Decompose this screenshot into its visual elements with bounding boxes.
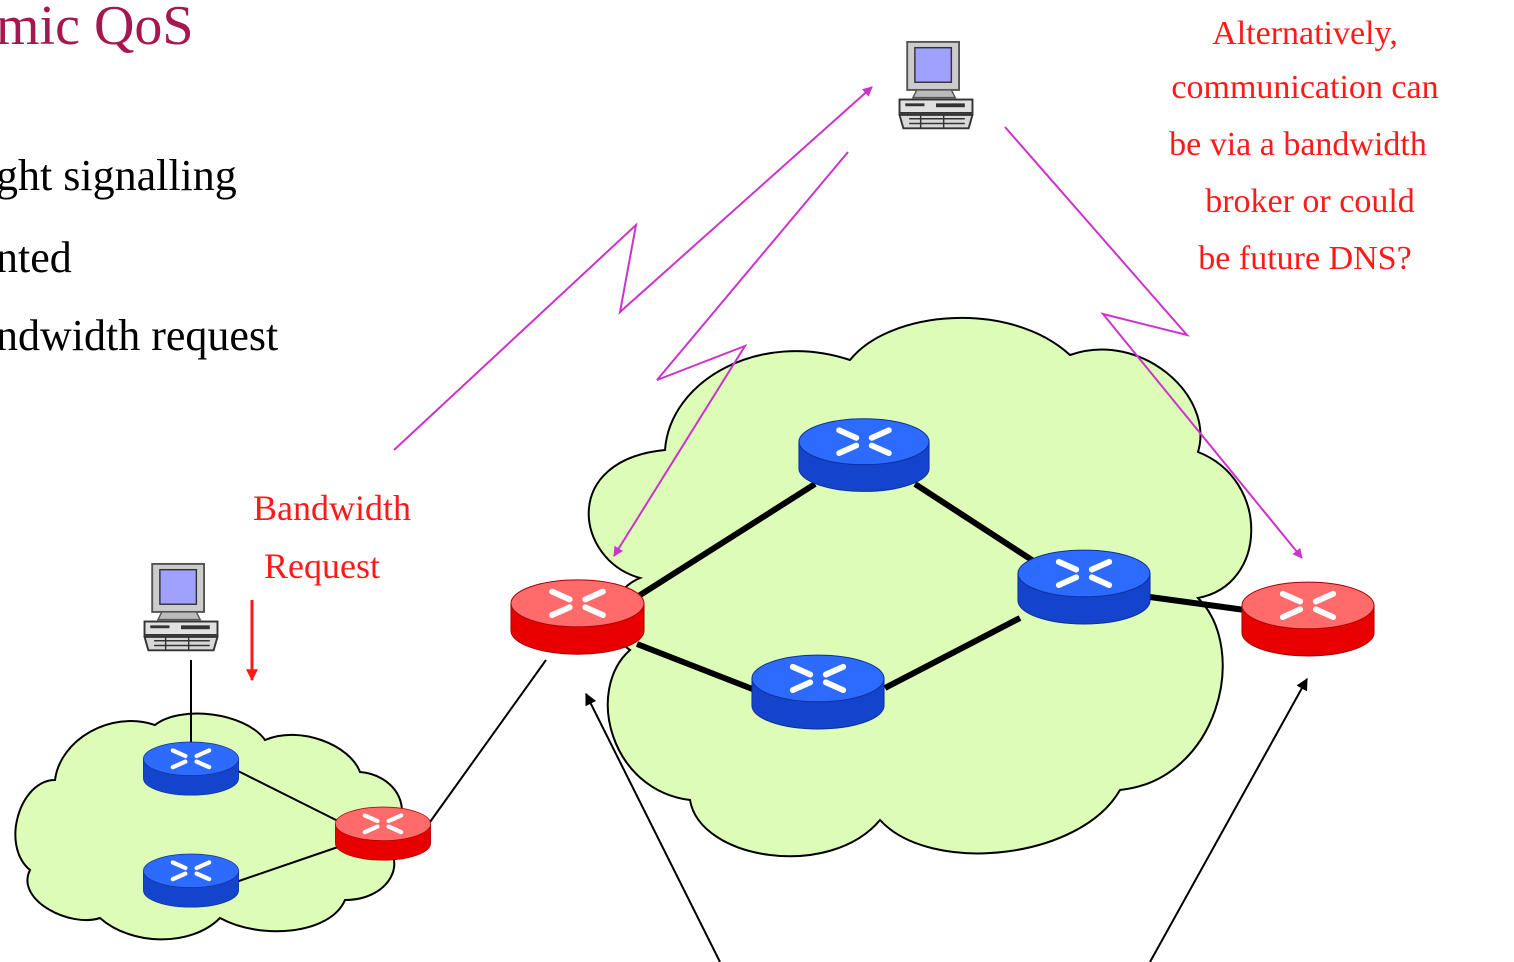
server-computer-icon (898, 40, 974, 130)
access-router-top-icon (143, 742, 238, 795)
slide-title: mic QoS (0, 0, 194, 57)
note-line-3: be via a bandwidth (1169, 126, 1427, 163)
egress-edge-router-icon (1242, 582, 1374, 656)
core-router-bottom-icon (752, 655, 884, 729)
core-router-right-icon (1018, 550, 1150, 624)
bandwidth-request-label-line-1: Bandwidth (253, 488, 411, 528)
note-line-4: broker or could (1205, 183, 1415, 220)
pointer-arrows (585, 677, 1308, 962)
access-network-cloud-icon (14, 712, 403, 941)
ingress-edge-router-icon (511, 580, 644, 654)
bullet-line-3: ndwidth request (0, 311, 278, 360)
access-links (190, 659, 547, 883)
core-router-top-icon (799, 419, 929, 492)
note-line-2: communication can (1171, 69, 1438, 106)
bullet-line-2: nted (0, 233, 72, 282)
access-edge-router-icon (335, 807, 430, 860)
note-line-1: Alternatively, (1212, 15, 1398, 52)
bullet-line-1: ght signalling (0, 151, 237, 200)
access-router-bottom-icon (143, 854, 238, 907)
note-line-5: be future DNS? (1198, 240, 1411, 277)
signalling-paths (393, 86, 1303, 559)
core-network-cloud-icon (587, 316, 1253, 858)
core-links (635, 481, 1246, 693)
user-computer-icon (143, 562, 219, 652)
bandwidth-request-label-line-2: Request (264, 546, 380, 586)
